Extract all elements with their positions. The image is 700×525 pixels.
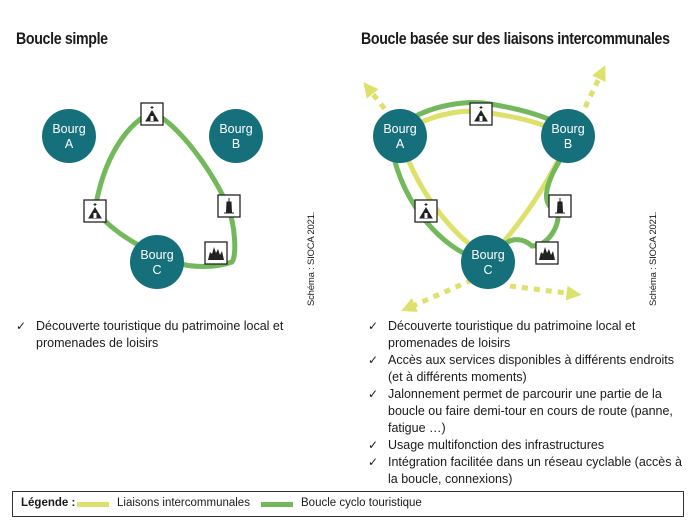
list-item: ✓ Jalonnement permet de parcourir une par… — [368, 386, 683, 437]
right-diagram-credit: Schéma : SIOCA 2021. — [648, 211, 659, 306]
right-diagram-title: Boucle basée sur des liaisons intercommu… — [361, 30, 670, 48]
node-letter: B — [564, 137, 572, 151]
check-icon: ✓ — [368, 387, 379, 401]
node-label: Bourg — [551, 122, 584, 136]
list-item: ✓ Découverte touristique du patrimoine lo… — [368, 318, 683, 352]
check-icon: ✓ — [368, 438, 379, 452]
list-item-text: Découverte touristique du patrimoine loc… — [36, 319, 284, 350]
left-diagram-credit: Schéma : SIOCA 2021. — [306, 211, 317, 306]
church-icon — [469, 102, 493, 126]
node-letter: C — [152, 263, 161, 277]
left-benefits-list: ✓ Découverte touristique du patrimoine lo… — [16, 318, 301, 352]
legend-box: Légende : Liaisons intercommunales Boucl… — [12, 491, 684, 517]
node-letter: A — [65, 137, 74, 151]
check-icon: ✓ — [16, 319, 27, 333]
rock-icon — [204, 241, 228, 265]
legend-swatch-intercommunal — [77, 502, 109, 507]
list-item-text: Accès aux services disponibles à différe… — [388, 353, 675, 384]
node-bourg-b-left: Bourg B — [209, 109, 263, 163]
right-benefits-list: ✓ Découverte touristique du patrimoine lo… — [368, 318, 683, 488]
legend-label-intercommunal: Liaisons intercommunales — [117, 497, 250, 509]
list-item: ✓ Accès aux services disponibles à différ… — [368, 352, 683, 386]
list-item-text: Usage multifonction des infrastructures — [388, 438, 605, 452]
list-item-text: Intégration facilitée dans un réseau cyc… — [388, 455, 682, 486]
list-item: ✓ Usage multifonction des infrastructures — [368, 437, 683, 454]
node-letter: A — [396, 137, 405, 151]
node-bourg-c-right: Bourg C — [461, 235, 515, 289]
node-label: Bourg — [471, 248, 504, 262]
right-outbound-arrows — [363, 65, 606, 312]
node-bourg-a-left: Bourg A — [42, 109, 96, 163]
church-icon — [140, 102, 164, 126]
list-item: ✓ Découverte touristique du patrimoine lo… — [16, 318, 301, 352]
node-letter: B — [232, 137, 240, 151]
node-label: Bourg — [52, 122, 85, 136]
legend-title: Légende : — [21, 497, 76, 509]
list-item-text: Découverte touristique du patrimoine loc… — [388, 319, 636, 350]
lighthouse-icon — [548, 194, 572, 218]
lighthouse-icon — [217, 194, 241, 218]
node-bourg-a-right: Bourg A — [373, 109, 427, 163]
node-label: Bourg — [383, 122, 416, 136]
node-letter: C — [483, 263, 492, 277]
node-label: Bourg — [219, 122, 252, 136]
rock-icon — [535, 241, 559, 265]
legend-label-cyclo-loop: Boucle cyclo touristique — [301, 497, 422, 509]
node-bourg-c-left: Bourg C — [130, 235, 184, 289]
node-label: Bourg — [140, 248, 173, 262]
church-icon — [414, 199, 438, 223]
legend-swatch-cyclo-loop — [261, 502, 293, 507]
check-icon: ✓ — [368, 455, 379, 469]
left-diagram-title: Boucle simple — [16, 30, 108, 48]
check-icon: ✓ — [368, 353, 379, 367]
check-icon: ✓ — [368, 319, 379, 333]
list-item: ✓ Intégration facilitée dans un réseau cy… — [368, 454, 683, 488]
node-bourg-b-right: Bourg B — [541, 109, 595, 163]
list-item-text: Jalonnement permet de parcourir une part… — [388, 387, 673, 435]
church-icon — [83, 199, 107, 223]
